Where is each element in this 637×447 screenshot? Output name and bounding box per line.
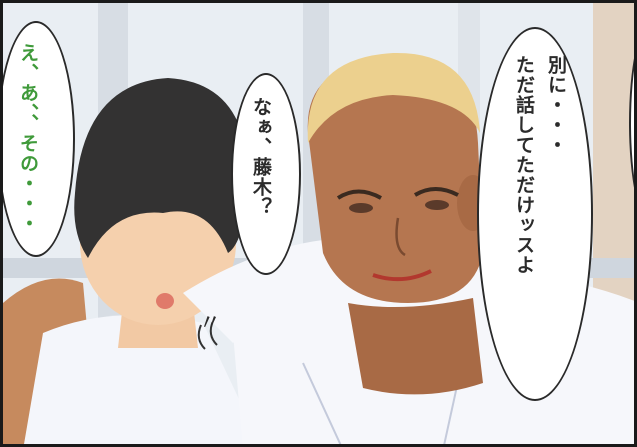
bubble-left-text: え、あ、、その・・・ <box>17 43 39 234</box>
sfx-mark: 〃 <box>199 311 222 336</box>
speech-bubble-left <box>3 21 75 257</box>
speech-bubble-middle <box>231 73 301 275</box>
bubble-middle-text: なぁ、藤木？ <box>250 97 272 217</box>
bubble-right-line1: 別に・・・ <box>545 55 567 155</box>
bubble-right-line2: ただ話してただけッスよ <box>513 55 535 275</box>
speech-bubble-right <box>477 27 593 401</box>
